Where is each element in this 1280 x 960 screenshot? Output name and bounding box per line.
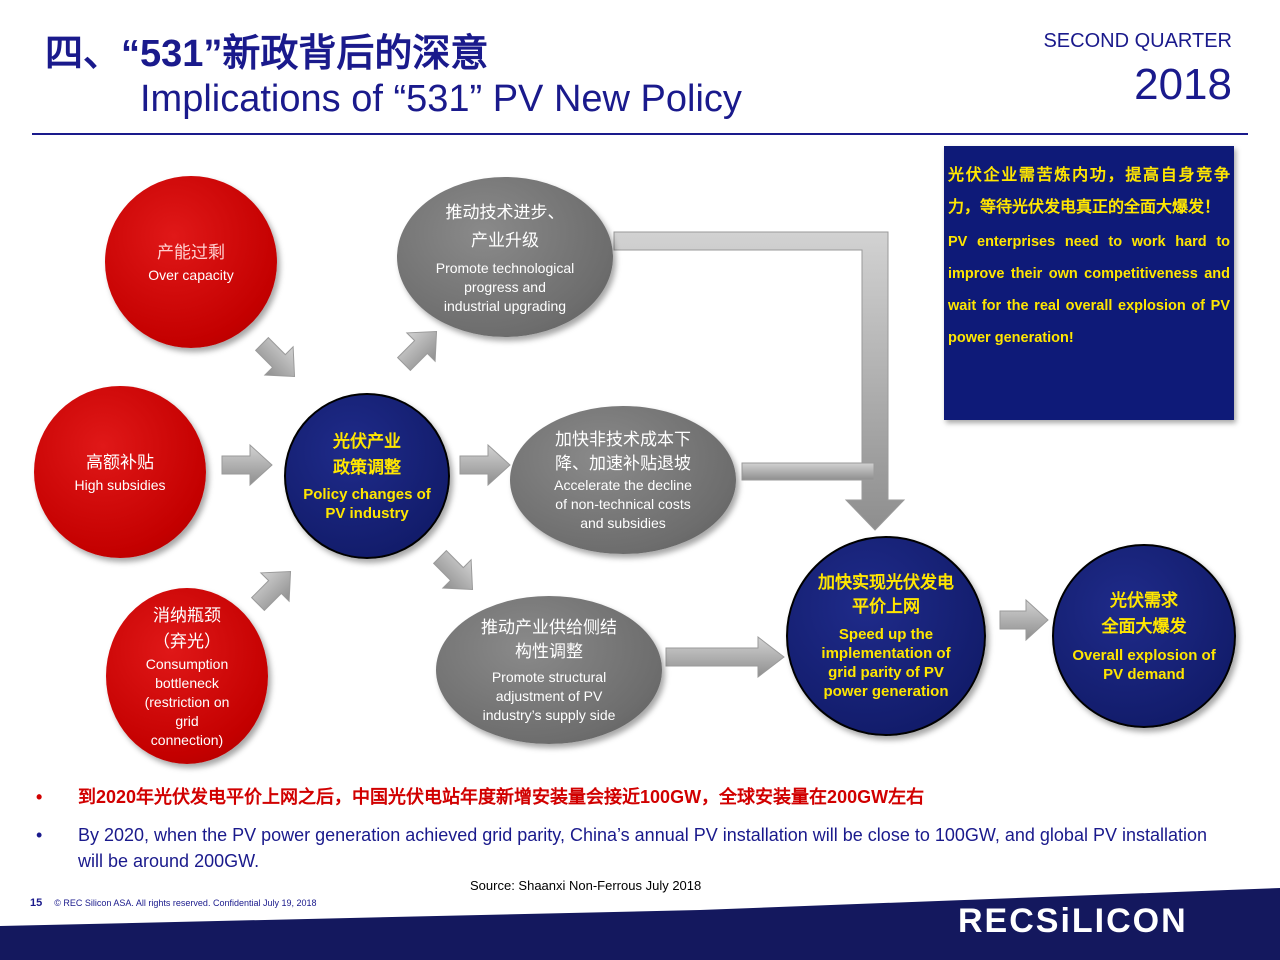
footer: 15 © REC Silicon ASA. All rights reserved…	[30, 897, 317, 909]
demand-en-1: Overall explosion of	[1072, 647, 1216, 664]
tech-zh-1: 推动技术进步、	[445, 202, 565, 222]
consumption-circle: 消纳瓶颈 （弃光） Consumption bottleneck (restri…	[106, 588, 268, 764]
tech-ellipse: 推动技术进步、 产业升级 Promote technological progr…	[397, 177, 613, 337]
bullet-zh: • 到2020年光伏发电平价上网之后，中国光伏电站年度新增安装量会接近100GW，…	[36, 784, 924, 810]
callout-en: PV enterprises need to work hard to impr…	[948, 234, 1230, 346]
policy-en-1: Policy changes of	[303, 486, 431, 503]
bullet-marker: •	[36, 825, 43, 845]
source-note: Source: Shaanxi Non-Ferrous July 2018	[470, 878, 702, 893]
costs-ellipse: 加快非技术成本下 降、加速补贴退坡 Accelerate the decline…	[510, 406, 736, 554]
arrow-policy-to-structural	[432, 549, 474, 591]
costs-zh-1: 加快非技术成本下	[555, 429, 691, 449]
tech-zh-2: 产业升级	[471, 230, 539, 250]
arrow-parity-to-demand	[999, 598, 1049, 642]
consumption-en-2: bottleneck	[155, 674, 219, 691]
arrow-tech-to-parity	[613, 231, 906, 531]
page-number: 15	[30, 897, 43, 909]
company-logo: RECSiLICON	[958, 902, 1188, 940]
arrow-policy-to-tech	[396, 330, 438, 372]
bullet-en-text: By 2020, when the PV power generation ac…	[78, 825, 1208, 871]
parity-circle: 加快实现光伏发电 平价上网 Speed up the implementatio…	[786, 536, 986, 736]
year-label: 2018	[1134, 60, 1232, 109]
demand-en-2: PV demand	[1103, 666, 1185, 683]
overcapacity-en: Over capacity	[148, 266, 234, 283]
subsidies-en: High subsidies	[74, 476, 166, 493]
policy-zh-2: 政策调整	[333, 458, 401, 477]
bullet-en: • By 2020, when the PV power generation a…	[36, 822, 1236, 874]
copyright: © REC Silicon ASA. All rights reserved. …	[54, 898, 317, 908]
consumption-en-5: connection)	[150, 731, 224, 748]
tech-en-2: progress and	[464, 278, 546, 295]
header-divider	[32, 133, 1248, 135]
bullet-marker: •	[36, 787, 43, 807]
costs-en-2: of non-technical costs	[555, 495, 691, 512]
parity-en-4: power generation	[823, 683, 949, 700]
callout-box: 光伏企业需苦炼内功，提高自身竞争力，等待光伏发电真正的全面大爆发！ PV ent…	[944, 146, 1234, 420]
overcapacity-zh: 产能过剩	[157, 242, 225, 262]
arrow-costs-to-parity	[741, 462, 875, 481]
demand-zh-1: 光伏需求	[1110, 591, 1178, 610]
bullet-zh-text: 到2020年光伏发电平价上网之后，中国光伏电站年度新增安装量会接近100GW，全…	[78, 787, 925, 807]
arrow-policy-to-costs	[459, 443, 511, 487]
demand-zh-2: 全面大爆发	[1101, 617, 1187, 636]
structural-en-1: Promote structural	[491, 668, 607, 685]
parity-en-3: grid parity of PV	[828, 664, 944, 681]
footer-band	[0, 888, 1280, 960]
structural-en-2: adjustment of PV	[495, 687, 603, 704]
title-english: Implications of “531” PV New Policy	[140, 78, 742, 120]
policy-zh-1: 光伏产业	[333, 432, 401, 451]
tech-en-1: Promote technological	[435, 259, 575, 276]
consumption-en-3: (restriction on	[144, 693, 230, 710]
subsidies-zh: 高额补贴	[86, 452, 154, 472]
title-chinese: 四、“531”新政背后的深意	[45, 33, 489, 75]
parity-zh-1: 加快实现光伏发电	[818, 573, 954, 592]
tech-en-3: industrial upgrading	[443, 297, 567, 314]
costs-en-3: and subsidies	[580, 514, 666, 531]
costs-en-1: Accelerate the decline	[554, 476, 692, 493]
arrow-overcapacity-to-policy	[254, 336, 296, 378]
subsidies-circle: 高额补贴 High subsidies	[34, 386, 206, 558]
demand-circle: 光伏需求 全面大爆发 Overall explosion of PV deman…	[1052, 544, 1236, 728]
callout-zh: 光伏企业需苦炼内功，提高自身竞争力，等待光伏发电真正的全面大爆发！	[948, 167, 1230, 216]
arrow-structural-to-parity	[665, 635, 785, 679]
structural-zh-1: 推动产业供给侧结	[481, 617, 617, 637]
arrow-consumption-to-policy	[250, 570, 292, 612]
consumption-en-1: Consumption	[145, 655, 229, 672]
quarter-label: SECOND QUARTER	[1043, 30, 1232, 52]
structural-zh-2: 构性调整	[515, 641, 583, 661]
policy-en-2: PV industry	[325, 505, 409, 522]
overcapacity-circle: 产能过剩 Over capacity	[105, 176, 277, 348]
consumption-zh-1: 消纳瓶颈	[153, 605, 221, 625]
parity-zh-2: 平价上网	[852, 597, 920, 616]
costs-zh-2: 降、加速补贴退坡	[555, 453, 691, 473]
parity-en-2: implementation of	[821, 645, 951, 662]
parity-en-1: Speed up the	[838, 626, 934, 643]
arrow-subsidies-to-policy	[221, 443, 273, 487]
structural-ellipse: 推动产业供给侧结 构性调整 Promote structural adjustm…	[436, 596, 662, 744]
structural-en-3: industry’s supply side	[482, 706, 616, 723]
consumption-zh-2: （弃光）	[153, 631, 221, 651]
policy-circle: 光伏产业 政策调整 Policy changes of PV industry	[284, 393, 450, 559]
consumption-en-4: grid	[175, 712, 199, 729]
